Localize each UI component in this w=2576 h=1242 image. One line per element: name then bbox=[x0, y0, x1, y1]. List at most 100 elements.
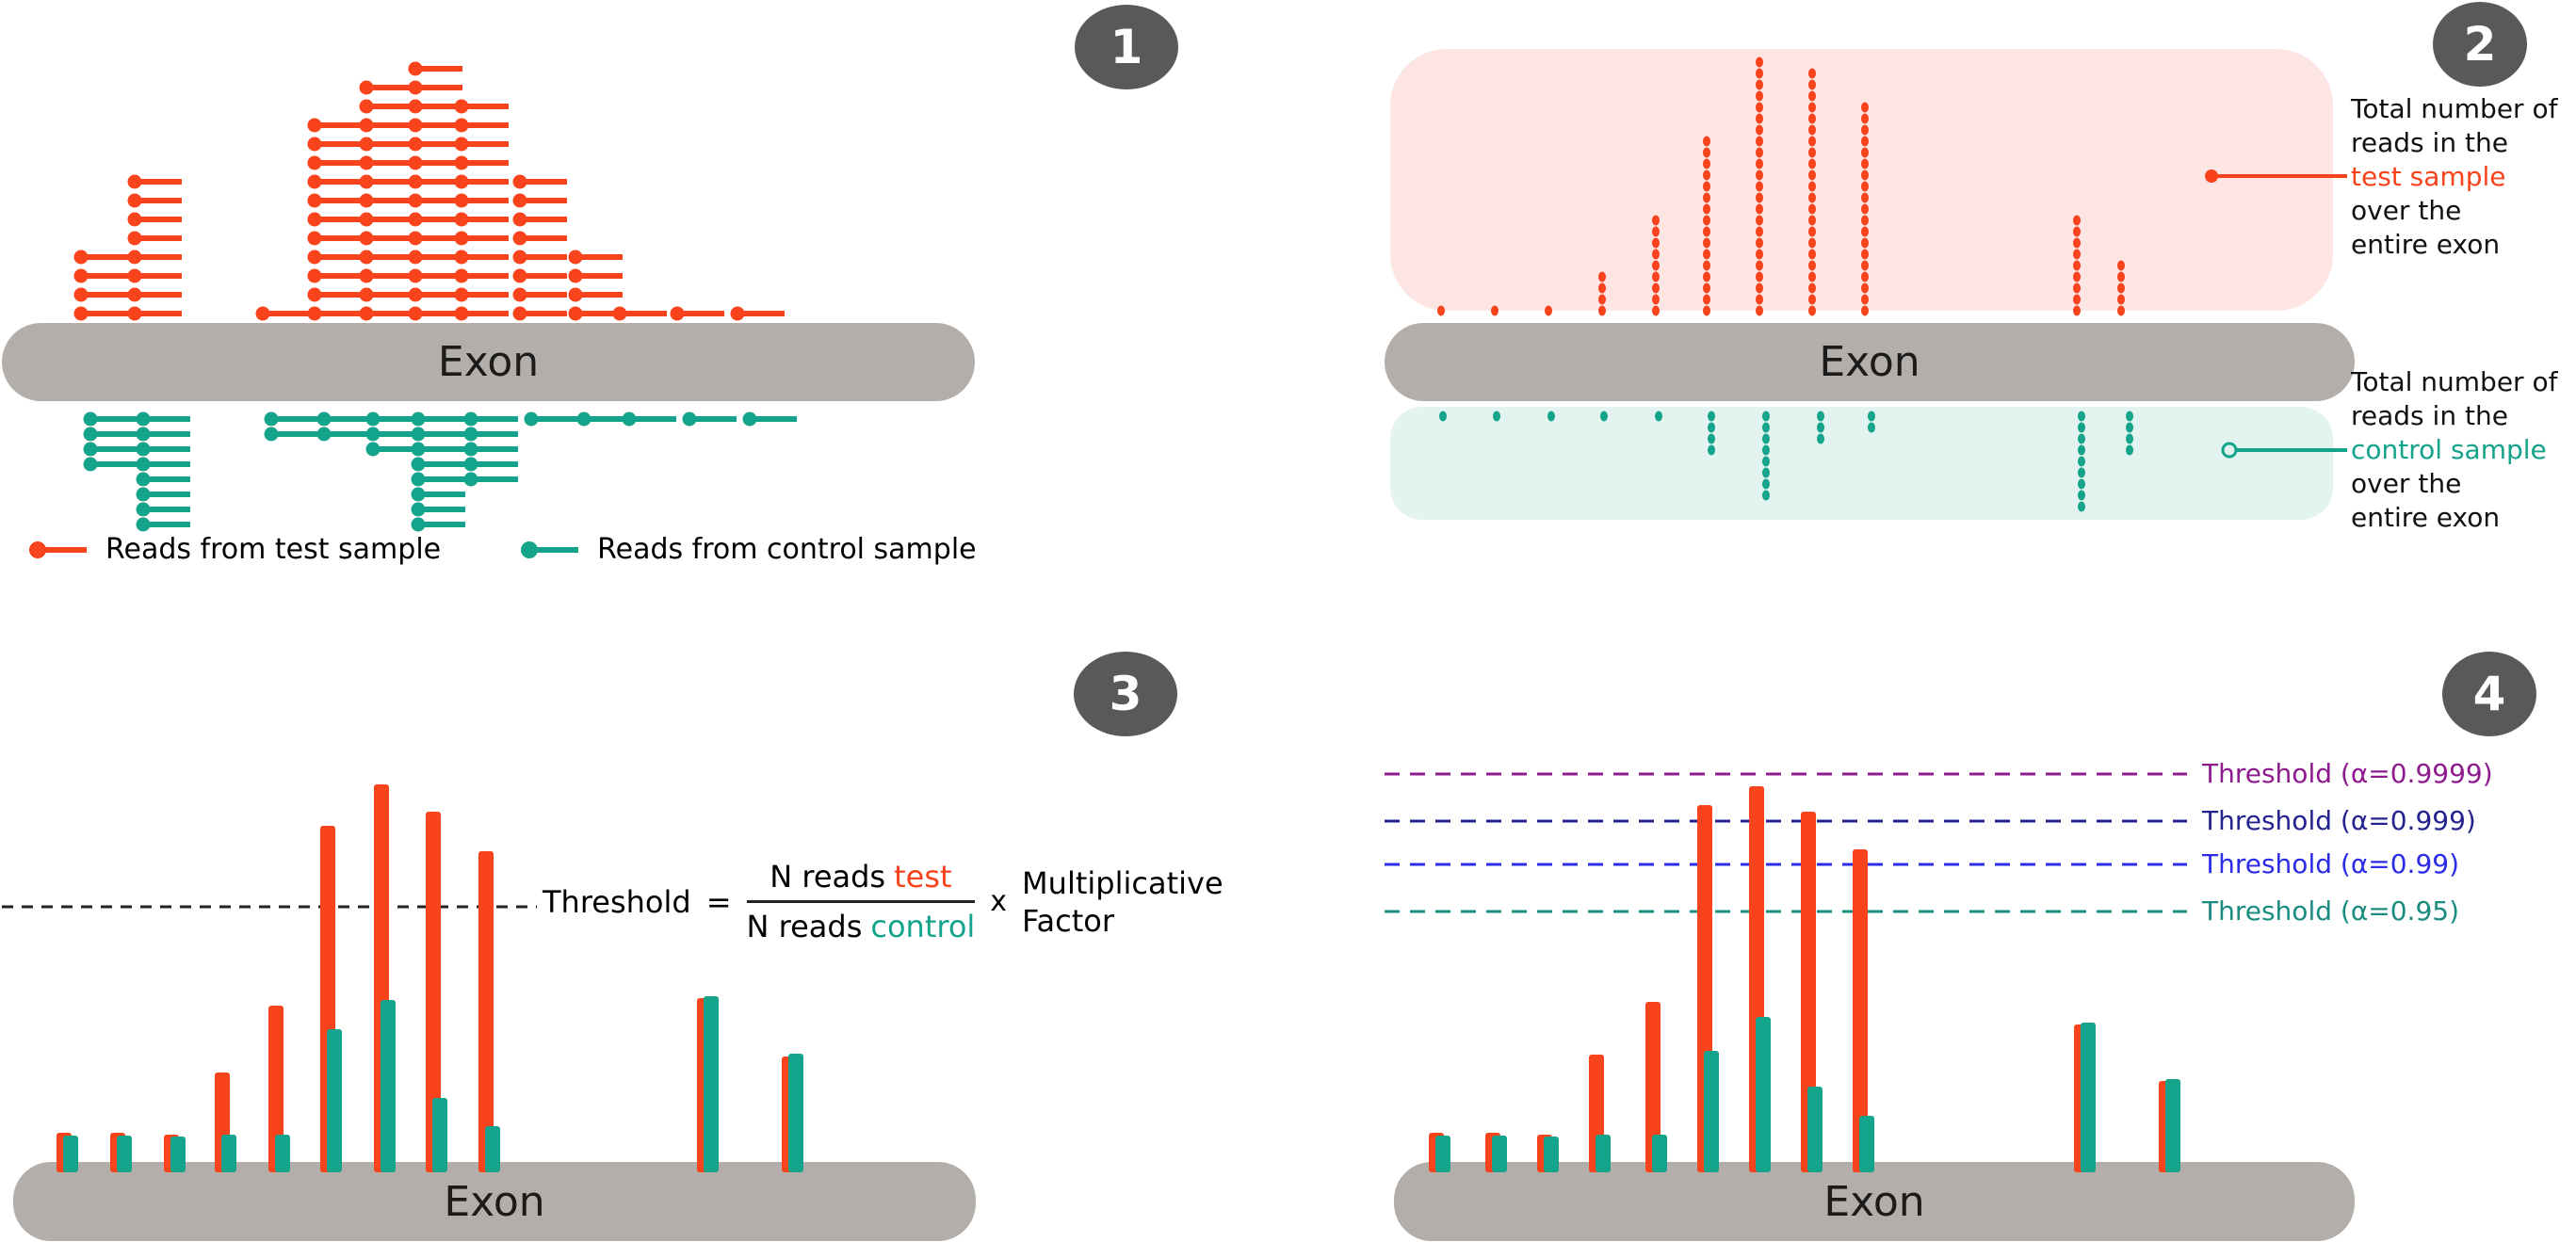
control-read-dot bbox=[1708, 411, 1715, 422]
control-read-dot bbox=[83, 411, 98, 427]
test-read-dot bbox=[1703, 249, 1710, 260]
test-read-dot bbox=[1756, 294, 1763, 305]
test-read-dot bbox=[1808, 124, 1816, 136]
test-read-dot bbox=[1652, 215, 1660, 226]
test-read-dot bbox=[2073, 226, 2081, 237]
test-read-dot bbox=[1861, 226, 1869, 237]
test-read-dot bbox=[1756, 169, 1763, 181]
control-read-dot bbox=[1762, 433, 1770, 444]
test-annotation-dot bbox=[2205, 169, 2218, 183]
control-annotation-ring bbox=[2221, 442, 2238, 459]
test-read-dot bbox=[1808, 305, 1816, 316]
test-read-dot bbox=[1861, 271, 1869, 282]
test-read-dot bbox=[1703, 169, 1710, 181]
control-read-dot bbox=[1762, 467, 1770, 478]
test-read-dot bbox=[512, 174, 527, 189]
bar-test bbox=[2159, 1081, 2174, 1172]
test-read-dot bbox=[2117, 305, 2125, 316]
test-read-dot bbox=[1861, 294, 1869, 305]
bar-test bbox=[1589, 1055, 1604, 1172]
test-read-dot bbox=[1861, 237, 1869, 249]
control-read-dot bbox=[463, 427, 478, 442]
test-read-dot bbox=[127, 174, 142, 189]
test-read-dot bbox=[1861, 113, 1869, 124]
test-read-dot bbox=[1756, 226, 1763, 237]
test-read-dot bbox=[1861, 215, 1869, 226]
test-read-dot bbox=[454, 193, 469, 208]
test-read-dot bbox=[1808, 136, 1816, 147]
test-read-dot bbox=[1598, 305, 1606, 316]
bar-control bbox=[2081, 1023, 2096, 1172]
test-read-dot bbox=[408, 174, 423, 189]
test-read-dot bbox=[1703, 294, 1710, 305]
test-read-dot bbox=[408, 268, 423, 283]
test-read-dot bbox=[307, 287, 322, 302]
test-read-dot bbox=[1808, 68, 1816, 79]
test-read-dot bbox=[307, 174, 322, 189]
legend-item-control: Reads from control sample bbox=[520, 533, 977, 566]
control-read-dot bbox=[83, 442, 98, 457]
test-read-dot bbox=[127, 231, 142, 246]
test-read-dot bbox=[1703, 181, 1710, 192]
annotation-line-highlight: test sample bbox=[2351, 161, 2506, 192]
control-read-dot bbox=[411, 472, 426, 487]
test-total-box bbox=[1390, 49, 2333, 311]
test-read-dot bbox=[1861, 169, 1869, 181]
annotation-line: Total number of bbox=[2351, 93, 2558, 124]
test-read-dot bbox=[359, 287, 374, 302]
test-read-dot bbox=[1652, 260, 1660, 271]
test-read-dot bbox=[1808, 147, 1816, 158]
exon-bar-panel2: Exon bbox=[1385, 323, 2355, 401]
bar-control bbox=[327, 1029, 342, 1172]
control-read-dot bbox=[1817, 422, 1824, 433]
test-read-dot bbox=[2073, 237, 2081, 249]
test-read-dot bbox=[568, 250, 583, 265]
test-read-dot bbox=[2073, 282, 2081, 294]
formula-threshold-word: Threshold bbox=[543, 883, 691, 920]
test-read-dot bbox=[670, 306, 685, 321]
exon-bar-panel3: Exon bbox=[13, 1162, 976, 1241]
test-read-dot bbox=[1808, 271, 1816, 282]
test-read-dot bbox=[512, 212, 527, 227]
control-read-dot bbox=[1493, 411, 1500, 422]
test-read-dot bbox=[1598, 271, 1606, 282]
control-read-dot bbox=[2078, 467, 2085, 478]
test-read-dot bbox=[408, 61, 423, 76]
formula-equals-sign: = bbox=[705, 883, 732, 920]
test-read-dot bbox=[1756, 90, 1763, 102]
annotation-line: over the bbox=[2351, 468, 2462, 499]
control-read-dot bbox=[316, 427, 332, 442]
control-read-dot bbox=[1708, 422, 1715, 433]
test-read-dot bbox=[512, 193, 527, 208]
threshold-label-1: Threshold (α=0.999) bbox=[2202, 805, 2476, 836]
control-read-dot bbox=[1762, 456, 1770, 467]
test-read-dot bbox=[1808, 113, 1816, 124]
control-read-dot bbox=[2126, 444, 2133, 456]
test-read-dot bbox=[2073, 294, 2081, 305]
test-read-dot bbox=[1652, 294, 1660, 305]
test-read-dot bbox=[1808, 90, 1816, 102]
control-read-dot bbox=[1708, 433, 1715, 444]
bar-test bbox=[1801, 812, 1816, 1172]
test-read-dot bbox=[359, 212, 374, 227]
control-total-box bbox=[1390, 407, 2333, 520]
test-read-dot bbox=[1861, 192, 1869, 203]
annotation-line: entire exon bbox=[2351, 502, 2501, 533]
test-read-dot bbox=[1756, 136, 1763, 147]
test-read-dot bbox=[1861, 282, 1869, 294]
test-read-dot bbox=[1703, 158, 1710, 169]
test-read-dot bbox=[1703, 282, 1710, 294]
control-read-dot bbox=[463, 457, 478, 472]
annotation-line: reads in the bbox=[2351, 400, 2508, 431]
test-read-dot bbox=[454, 250, 469, 265]
test-read-dot bbox=[359, 155, 374, 170]
test-read-dot bbox=[1861, 260, 1869, 271]
test-read-dot bbox=[1756, 203, 1763, 215]
test-read-dot bbox=[408, 250, 423, 265]
control-read-dot bbox=[1600, 411, 1608, 422]
control-read-dot bbox=[2078, 456, 2085, 467]
test-read-dot bbox=[1861, 203, 1869, 215]
control-read-dot bbox=[1868, 422, 1875, 433]
